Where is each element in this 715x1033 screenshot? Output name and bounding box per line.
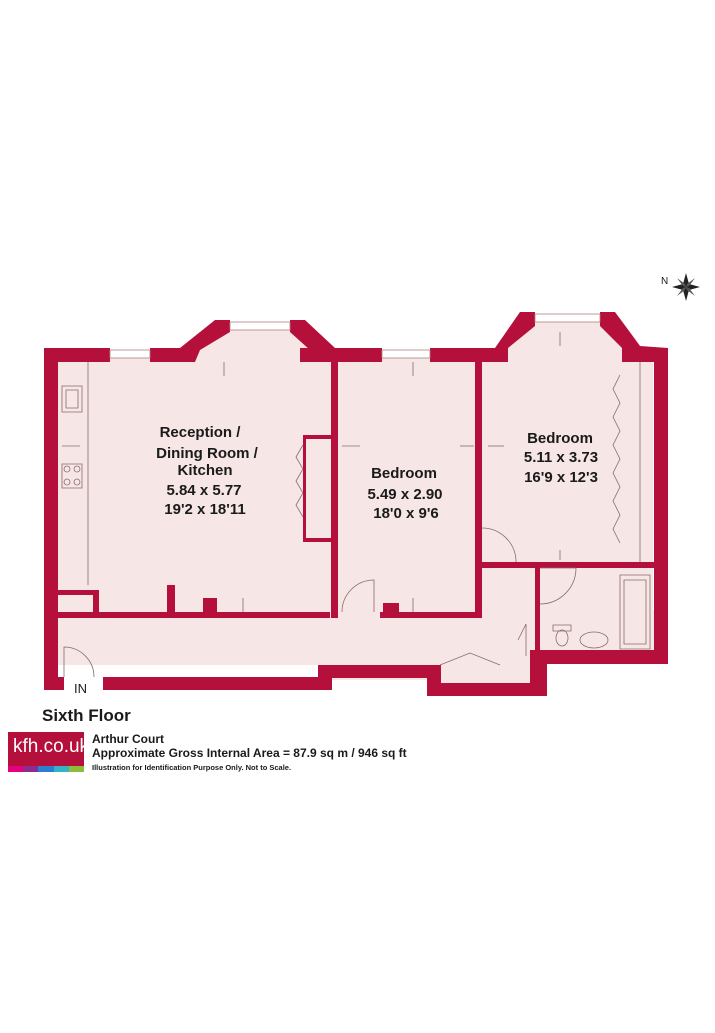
hob-ring bbox=[73, 465, 81, 473]
sink-icon bbox=[61, 385, 83, 413]
wardrobe-doors bbox=[295, 444, 304, 518]
room-name-line: Reception / bbox=[160, 424, 242, 441]
internal-wall bbox=[303, 435, 306, 542]
outer-wall-right bbox=[654, 348, 668, 664]
floor-area bbox=[56, 318, 668, 690]
window bbox=[109, 349, 151, 359]
internal-wall bbox=[383, 603, 399, 615]
internal-wall bbox=[58, 612, 330, 618]
outer-wall-top bbox=[150, 348, 182, 362]
internal-wall bbox=[58, 590, 98, 595]
door-arc bbox=[539, 567, 577, 605]
window bbox=[381, 349, 431, 359]
internal-wall bbox=[203, 598, 217, 614]
room-metric: 5.11 x 3.73 bbox=[524, 449, 598, 466]
hob-icon bbox=[61, 463, 83, 489]
internal-wall bbox=[303, 435, 331, 439]
internal-wall bbox=[167, 585, 175, 615]
floor-polygon bbox=[56, 318, 668, 690]
bay-wall bbox=[495, 312, 535, 362]
outer-wall-top bbox=[430, 348, 498, 362]
room-label-bedroom-right: Bedroom 5.11 x 3.73 16'9 x 12'3 bbox=[524, 430, 598, 486]
room-imperial: 16'9 x 12'3 bbox=[524, 469, 598, 486]
window bbox=[534, 313, 601, 323]
window bbox=[229, 321, 291, 331]
room-name-line: Kitchen bbox=[177, 462, 232, 479]
internal-wall bbox=[93, 590, 99, 615]
outer-wall-bottom bbox=[427, 683, 547, 696]
room-imperial: 18'0 x 9'6 bbox=[373, 505, 439, 522]
room-metric: 5.84 x 5.77 bbox=[166, 482, 241, 499]
room-name-line: Bedroom bbox=[371, 465, 437, 482]
basin-icon bbox=[579, 631, 609, 649]
door-arc bbox=[481, 527, 517, 563]
walls bbox=[44, 312, 668, 696]
toilet-icon bbox=[552, 624, 572, 647]
hob-ring bbox=[63, 478, 71, 486]
internal-wall bbox=[303, 538, 331, 542]
outer-wall-bottom bbox=[530, 650, 668, 664]
internal-wall bbox=[380, 612, 480, 618]
internal-wall bbox=[535, 568, 540, 652]
bath-icon bbox=[619, 574, 651, 650]
outer-wall-bottom bbox=[318, 665, 440, 678]
compass-icon bbox=[672, 273, 700, 301]
bay-wall bbox=[180, 320, 230, 362]
internal-wall bbox=[482, 562, 654, 568]
outer-wall-top bbox=[300, 348, 382, 362]
room-imperial: 19'2 x 18'11 bbox=[164, 501, 245, 518]
internal-wall bbox=[475, 362, 482, 618]
bay-wall bbox=[600, 312, 668, 362]
room-name-line: Dining Room / bbox=[156, 445, 258, 462]
outer-wall-bottom bbox=[103, 677, 331, 690]
hob-ring bbox=[73, 478, 81, 486]
room-name-line: Bedroom bbox=[527, 430, 593, 447]
internal-wall bbox=[331, 362, 338, 618]
outer-wall-top bbox=[44, 348, 110, 362]
outer-wall-left bbox=[44, 348, 58, 690]
room-label-bedroom-middle: Bedroom 5.49 x 2.90 18'0 x 9'6 bbox=[367, 465, 442, 522]
cupboard-door bbox=[439, 623, 527, 666]
hob-ring bbox=[63, 465, 71, 473]
fixtures bbox=[61, 332, 651, 678]
outer-wall-bottom bbox=[44, 677, 64, 690]
entrance-door bbox=[63, 646, 95, 678]
room-metric: 5.49 x 2.90 bbox=[367, 486, 442, 503]
room-label-reception: Reception / Dining Room / Kitchen 5.84 x… bbox=[156, 424, 258, 518]
wardrobe-doors bbox=[612, 374, 621, 544]
door-arc bbox=[341, 579, 375, 613]
